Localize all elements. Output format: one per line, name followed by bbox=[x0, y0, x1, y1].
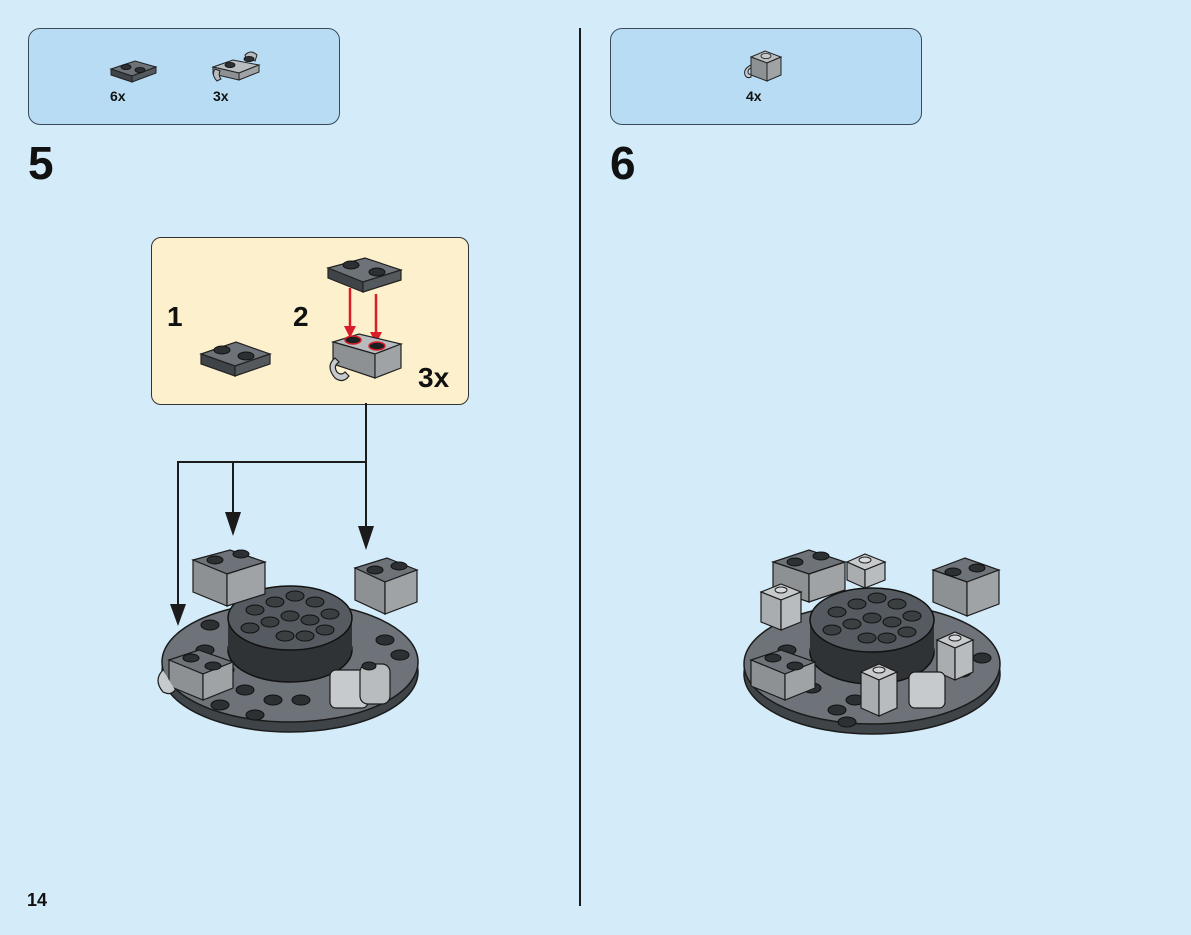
part-qty: 4x bbox=[746, 88, 762, 104]
page-divider bbox=[579, 28, 581, 906]
parts-callout-step6: 4x bbox=[610, 28, 922, 125]
step6-model bbox=[737, 540, 1007, 740]
step-number: 6 bbox=[610, 140, 636, 186]
page-number: 14 bbox=[27, 890, 47, 911]
light-gray-brick-with-clip-icon bbox=[741, 45, 791, 85]
step5-model bbox=[155, 540, 425, 735]
